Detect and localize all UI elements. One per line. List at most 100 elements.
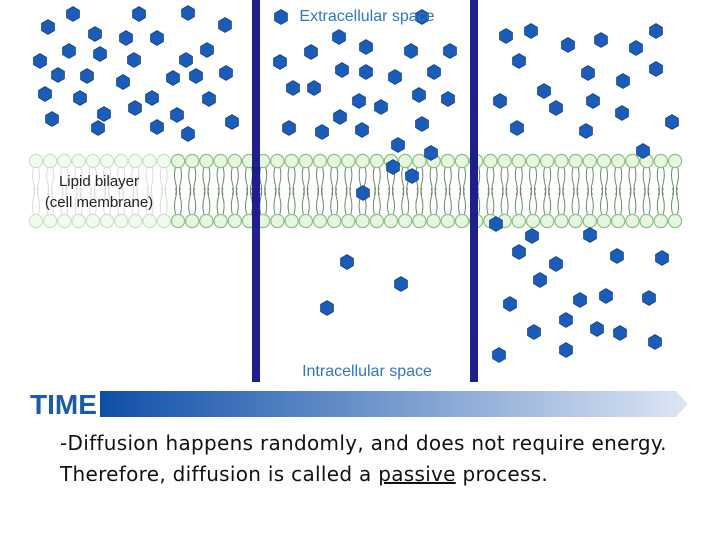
lipid-molecule bbox=[426, 153, 441, 229]
lipid-head bbox=[426, 213, 441, 229]
caption-part-2: process. bbox=[455, 462, 549, 486]
lipid-molecule bbox=[43, 153, 58, 229]
molecule bbox=[179, 52, 193, 68]
molecule bbox=[561, 37, 575, 53]
lipid-tail bbox=[647, 187, 651, 215]
molecule bbox=[642, 290, 656, 306]
lipid-tail bbox=[534, 187, 537, 215]
lipid-tail bbox=[321, 187, 324, 215]
lipid-tail bbox=[443, 187, 447, 215]
molecule bbox=[533, 272, 547, 288]
lipid-head bbox=[99, 153, 115, 169]
lipid-tail bbox=[103, 166, 106, 196]
molecule bbox=[333, 109, 347, 125]
lipid-tail bbox=[122, 187, 126, 215]
lipid-tail bbox=[108, 166, 111, 196]
molecule bbox=[549, 100, 563, 116]
molecule bbox=[132, 6, 146, 22]
lipid-tail bbox=[349, 187, 353, 215]
lipid-tail bbox=[164, 187, 168, 215]
lipid-tail bbox=[108, 187, 111, 215]
lipid-head bbox=[554, 213, 569, 229]
lipid-head bbox=[170, 213, 186, 229]
molecule bbox=[615, 105, 629, 121]
lipid-tail bbox=[51, 166, 55, 196]
lipid-molecule bbox=[184, 153, 200, 229]
lipid-head bbox=[298, 153, 313, 169]
lipid-tail bbox=[188, 187, 192, 215]
lipid-tail bbox=[458, 187, 461, 215]
molecule bbox=[315, 124, 329, 140]
lipid-molecule bbox=[412, 153, 427, 229]
molecule bbox=[586, 93, 600, 109]
molecule bbox=[441, 91, 455, 107]
lipid-tail bbox=[103, 187, 106, 215]
lipid-tail bbox=[605, 187, 608, 215]
molecule bbox=[352, 93, 366, 109]
lipid-tail bbox=[235, 187, 239, 215]
molecule bbox=[610, 248, 624, 264]
lipid-head bbox=[113, 153, 129, 169]
caption-text: -Diffusion happens randomly, and does no… bbox=[60, 428, 700, 490]
lipid-head bbox=[611, 153, 626, 169]
lipid-tail bbox=[145, 187, 149, 215]
molecule bbox=[629, 40, 643, 56]
lipid-tail bbox=[278, 187, 282, 215]
lipid-molecule bbox=[667, 153, 683, 229]
lipid-molecule bbox=[596, 153, 612, 229]
lipid-tail bbox=[216, 187, 220, 215]
lipid-tail bbox=[401, 187, 405, 215]
molecule bbox=[443, 43, 457, 59]
lipid-tail bbox=[136, 166, 140, 196]
lipid-tail bbox=[117, 187, 121, 215]
lipid-molecule bbox=[142, 153, 157, 229]
lipid-head bbox=[596, 153, 612, 169]
lipid-head bbox=[28, 213, 44, 229]
lipid-molecule bbox=[554, 153, 569, 229]
lipid-molecule bbox=[341, 153, 356, 229]
molecule bbox=[218, 17, 232, 33]
molecule bbox=[525, 228, 539, 244]
molecule bbox=[590, 321, 604, 337]
lipid-molecule bbox=[327, 153, 342, 229]
lipid-tail bbox=[65, 166, 69, 196]
lipid-molecule bbox=[227, 153, 242, 229]
lipid-tail bbox=[88, 166, 92, 196]
lipid-tail bbox=[93, 166, 97, 196]
lipid-tail bbox=[122, 166, 126, 196]
molecule bbox=[150, 30, 164, 46]
lipid-head bbox=[270, 153, 285, 169]
molecule bbox=[648, 334, 662, 350]
lipid-tail bbox=[463, 187, 466, 215]
lipid-tail bbox=[131, 166, 135, 196]
lipid-molecule bbox=[355, 153, 370, 229]
lipid-tail bbox=[619, 187, 623, 215]
molecule bbox=[150, 119, 164, 135]
lipid-molecule bbox=[611, 153, 626, 229]
lipid-head bbox=[142, 153, 157, 169]
lipid-tail bbox=[37, 187, 40, 215]
lipid-head bbox=[43, 153, 58, 169]
lipid-tail bbox=[415, 187, 419, 215]
molecule bbox=[404, 43, 418, 59]
bilayer-label-line2: (cell membrane) bbox=[45, 194, 153, 211]
lipid-head bbox=[327, 213, 342, 229]
lipid-head bbox=[227, 213, 242, 229]
lipid-tail bbox=[74, 166, 78, 196]
molecule bbox=[510, 120, 524, 136]
lipid-tail bbox=[330, 187, 334, 215]
molecule bbox=[286, 80, 300, 96]
lipid-molecule bbox=[369, 153, 384, 229]
lipid-tail bbox=[79, 166, 83, 196]
lipid-head bbox=[355, 213, 370, 229]
lipid-tail bbox=[543, 187, 547, 215]
molecule bbox=[181, 126, 195, 142]
lipid-molecule bbox=[312, 153, 328, 229]
lipid-tail bbox=[306, 187, 310, 215]
lipid-molecule bbox=[284, 153, 299, 229]
molecule bbox=[493, 93, 507, 109]
molecule bbox=[304, 44, 318, 60]
lipid-tail bbox=[585, 187, 589, 215]
molecule bbox=[412, 87, 426, 103]
lipid-tail bbox=[159, 187, 163, 215]
